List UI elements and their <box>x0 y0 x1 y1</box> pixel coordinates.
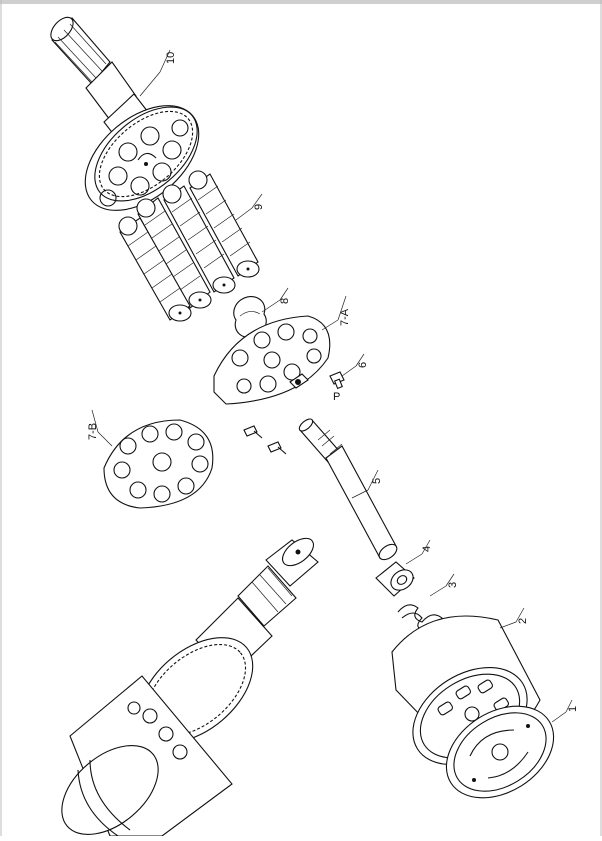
top-border <box>0 0 602 4</box>
callouts: 10 9 8 7-A 6 7-B 5 <box>87 49 579 723</box>
svg-text:7-A: 7-A <box>339 308 351 326</box>
part-6-screw: P <box>329 371 345 403</box>
callout-2: 2 <box>499 607 529 629</box>
callout-7b: 7-B <box>87 409 113 447</box>
svg-text:5: 5 <box>371 478 383 484</box>
part-10-drive-shaft <box>50 16 200 211</box>
svg-text:3: 3 <box>447 582 459 588</box>
part-9-pistons <box>118 170 260 322</box>
part-7a-retainer-plate <box>213 315 331 405</box>
svg-text:4: 4 <box>421 546 433 552</box>
callout-8: 8 <box>261 287 291 313</box>
part-8-ball-guide <box>233 295 267 339</box>
callout-5: 5 <box>351 469 383 499</box>
callout-1: 1 <box>551 699 579 723</box>
svg-text:9: 9 <box>253 204 265 210</box>
svg-text:8: 8 <box>279 298 291 304</box>
svg-text:6: 6 <box>357 362 369 368</box>
callout-3: 3 <box>429 573 459 597</box>
callout-6: 6 <box>341 353 369 377</box>
callout-10: 10 <box>139 49 177 97</box>
part-5-center-rod <box>298 418 398 561</box>
svg-text:7-B: 7-B <box>87 423 99 440</box>
part-7b-valve-plate <box>103 419 214 509</box>
callout-9: 9 <box>235 193 265 221</box>
svg-text:2: 2 <box>517 618 529 624</box>
svg-text:P: P <box>333 391 340 403</box>
small-screws <box>243 425 287 455</box>
callout-7a: 7-A <box>321 295 351 331</box>
assembled-pump <box>61 537 319 837</box>
part-1-valve-plate <box>445 705 555 799</box>
svg-text:1: 1 <box>567 706 579 712</box>
part-4-bushing <box>375 561 415 597</box>
callout-4: 4 <box>405 539 433 565</box>
svg-text:10: 10 <box>165 52 177 64</box>
